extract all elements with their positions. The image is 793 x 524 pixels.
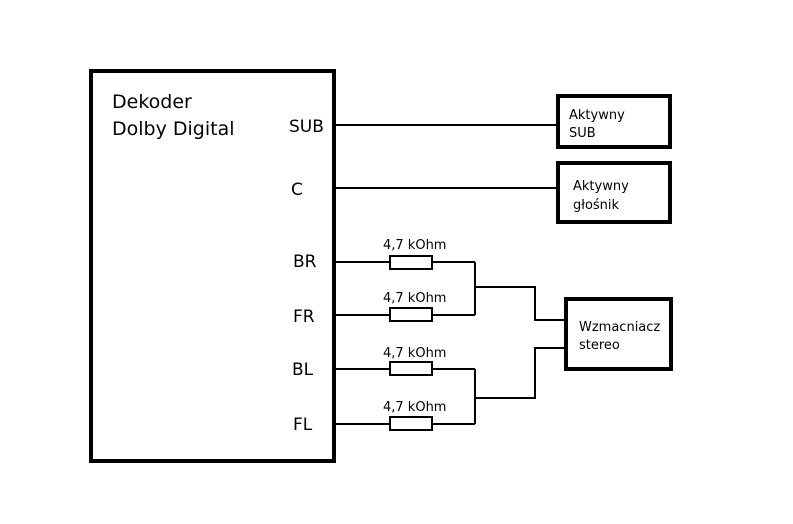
bl-resistor: [389, 361, 433, 376]
port-label-c: C: [291, 180, 303, 200]
decoder-title-line1: Dekoder: [112, 91, 192, 113]
port-label-fl: FL: [293, 415, 313, 435]
active-speaker-line1: Aktywny: [573, 179, 629, 194]
left-to-amp-wire: [475, 347, 566, 399]
br-resistor-label: 4,7 kOhm: [383, 238, 446, 253]
active-sub-box: [556, 94, 672, 149]
fr-resistor-label: 4,7 kOhm: [383, 291, 446, 306]
bl-resistor-label: 4,7 kOhm: [383, 346, 446, 361]
fr-resistor: [389, 307, 433, 322]
port-label-br: BR: [293, 252, 317, 272]
decoder-block: [89, 69, 336, 463]
amplifier-line1: Wzmacniacz: [579, 320, 660, 335]
amplifier-box: [564, 297, 673, 371]
active-speaker-box: [556, 161, 672, 224]
fl-resistor: [389, 416, 433, 431]
active-sub-line1: Aktywny: [569, 108, 625, 123]
port-label-fr: FR: [293, 307, 315, 327]
port-label-sub: SUB: [289, 117, 324, 137]
fl-resistor-label: 4,7 kOhm: [383, 400, 446, 415]
active-speaker-line2: głośnik: [573, 198, 620, 213]
right-to-amp-wire: [475, 286, 566, 321]
amplifier-line2: stereo: [579, 338, 620, 353]
active-sub-line2: SUB: [569, 126, 596, 141]
port-label-bl: BL: [292, 360, 314, 380]
decoder-title-line2: Dolby Digital: [112, 118, 235, 140]
br-resistor: [389, 255, 433, 270]
